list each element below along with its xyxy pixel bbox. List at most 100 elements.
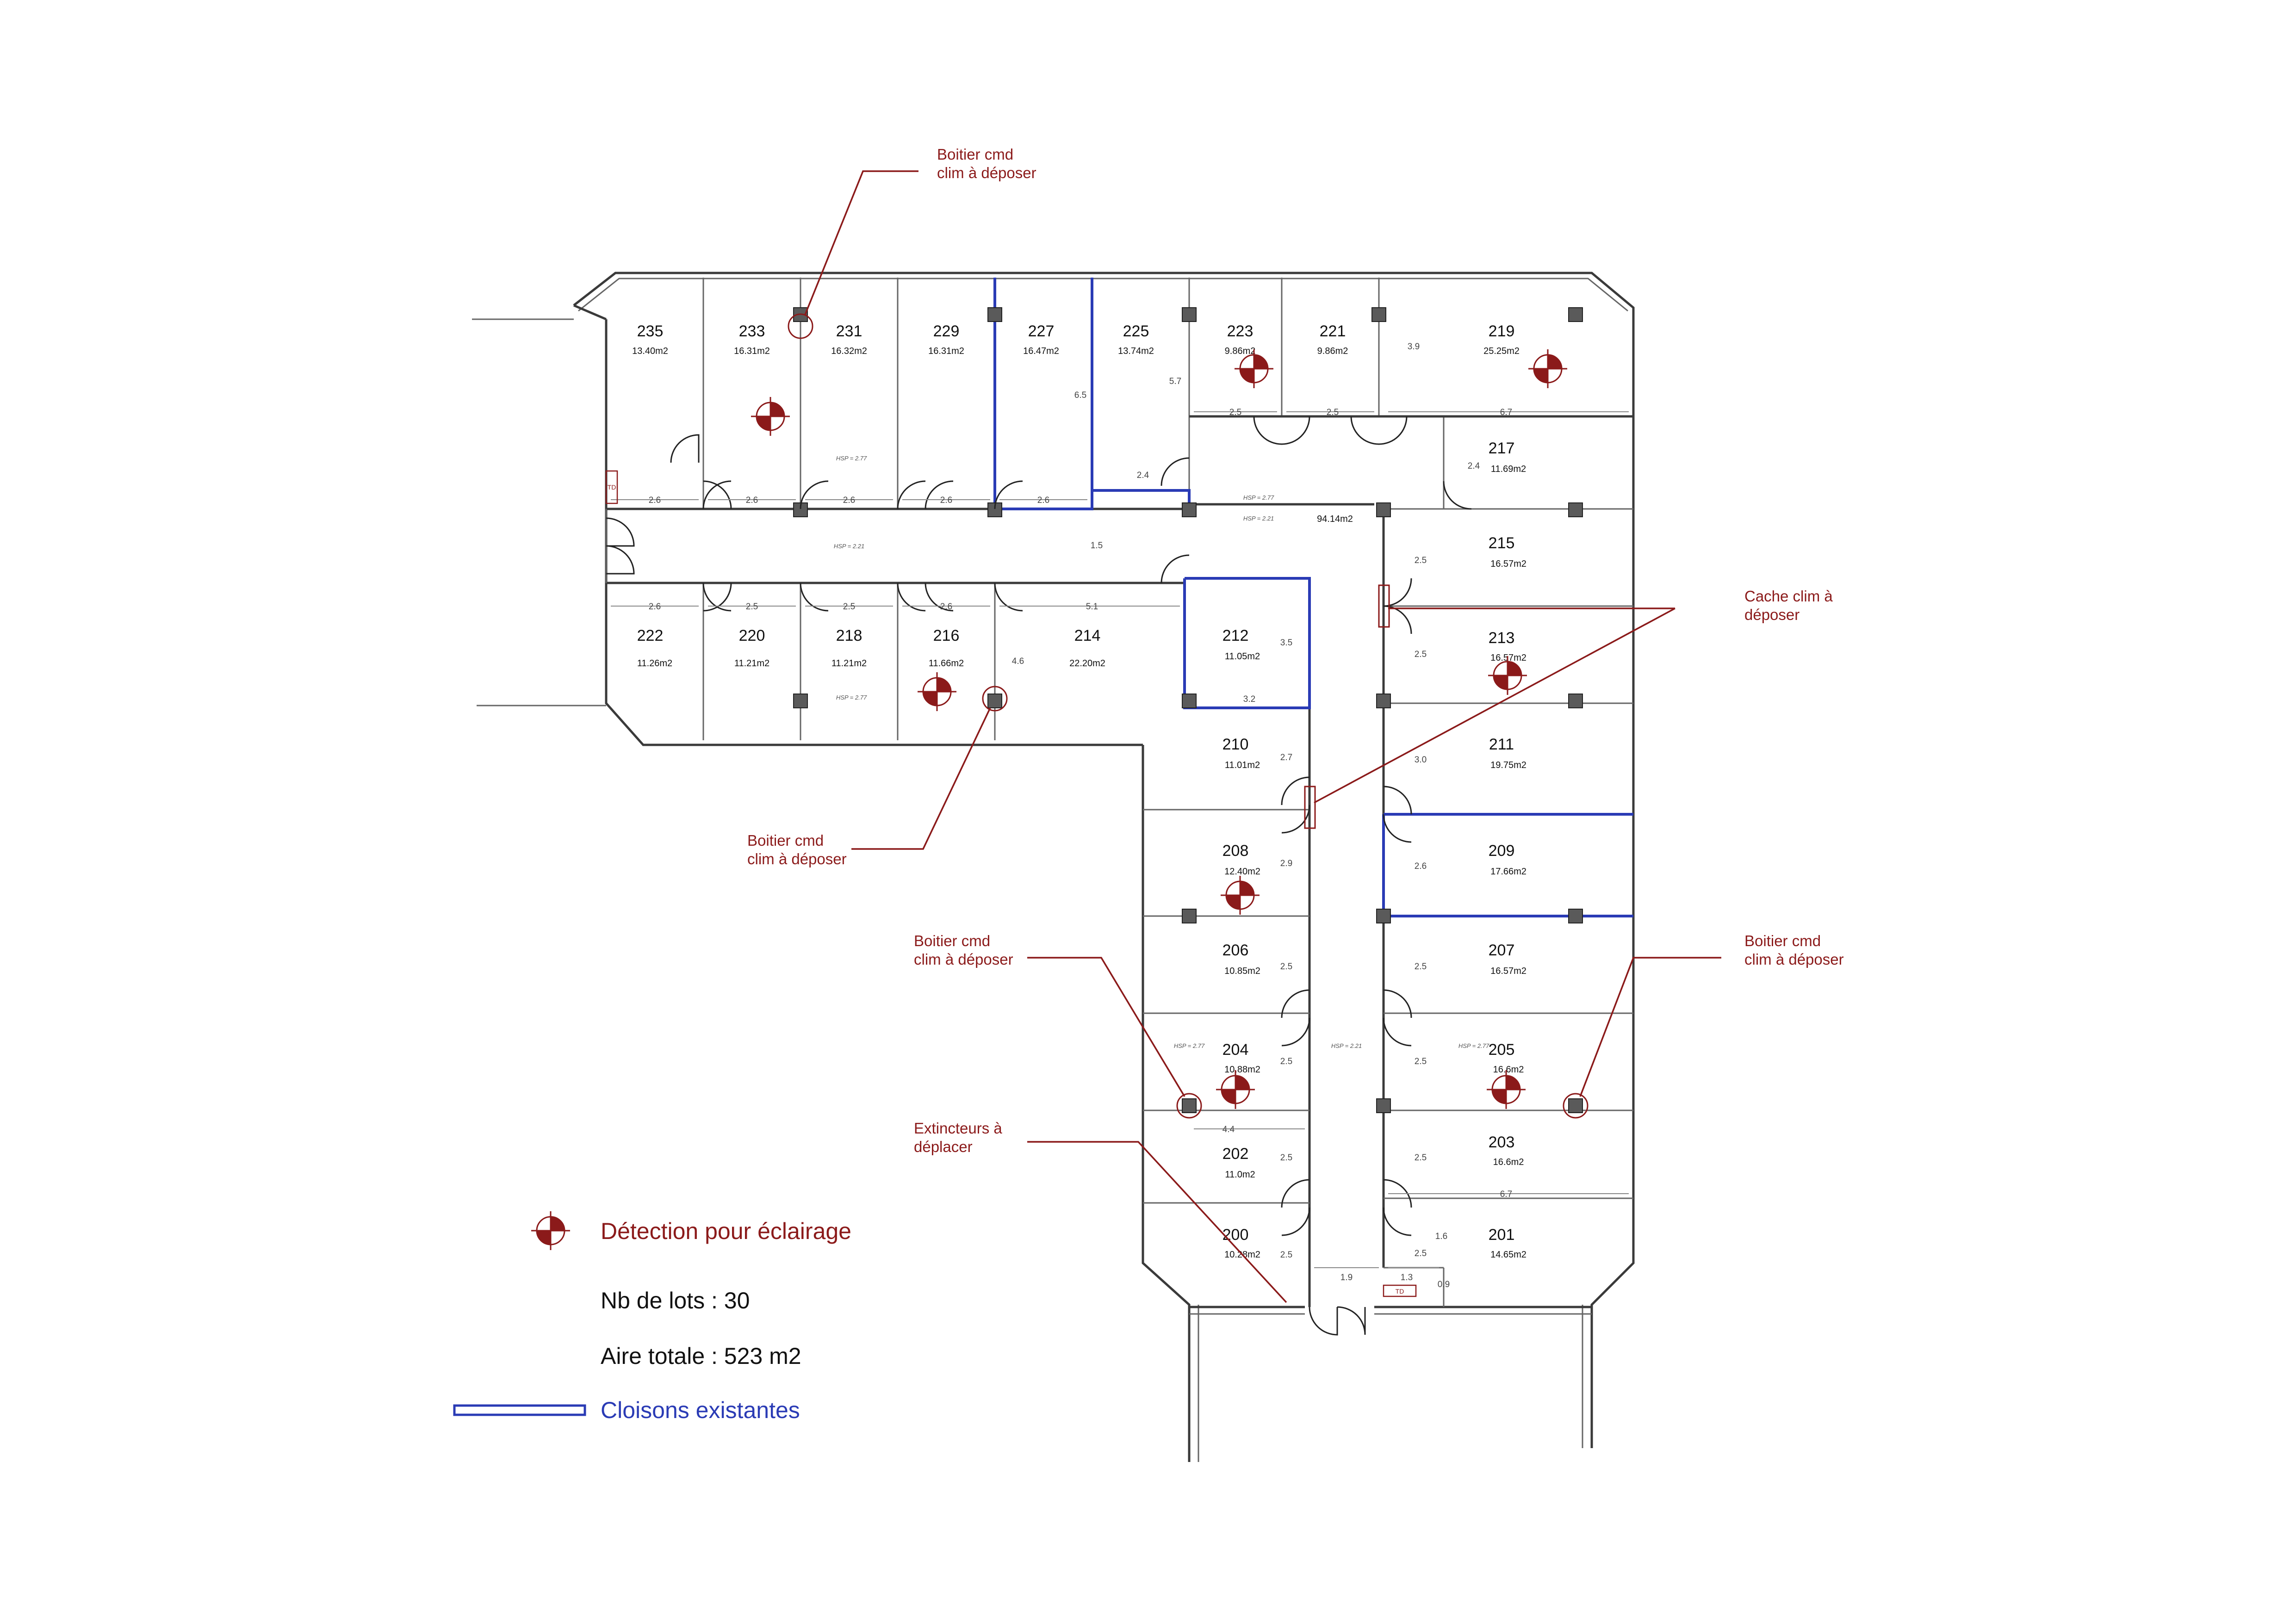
- room-number: 209: [1489, 842, 1515, 860]
- dimension-label: 1.3: [1401, 1273, 1413, 1282]
- td-panel-entrance: [1383, 1284, 1417, 1297]
- dimension-label: 2.6: [843, 496, 855, 505]
- lighting-detector-icon: [1216, 1070, 1255, 1109]
- room-number: 223: [1227, 322, 1253, 340]
- dimension-label: 2.6: [940, 496, 952, 505]
- annotation-boitier-top-line1: Boitier cmd: [937, 146, 1013, 163]
- room-number: 206: [1222, 942, 1249, 959]
- lighting-detector-icon: [1487, 1070, 1526, 1109]
- dimension-label: 2.5: [1415, 962, 1427, 972]
- dimension-label: 4.6: [1012, 657, 1024, 666]
- room-number: 202: [1222, 1145, 1249, 1163]
- room-number: 211: [1489, 736, 1514, 753]
- room-area: 16.6m2: [1493, 1065, 1524, 1075]
- dimension-label: 2.5: [746, 602, 758, 612]
- room-area: 11.0m2: [1225, 1170, 1255, 1180]
- annotation-extincteurs-line1: Extincteurs à: [914, 1120, 1002, 1137]
- dimension-label: 1.6: [1435, 1232, 1447, 1241]
- room-number: 210: [1222, 736, 1249, 753]
- dimension-label: 3.2: [1243, 694, 1255, 704]
- dimension-label: 2.7: [1280, 753, 1292, 762]
- room-area: 17.66m2: [1490, 867, 1527, 877]
- room-number: 213: [1489, 629, 1515, 647]
- dimension-label: 3.0: [1415, 755, 1427, 765]
- dimension-label: 1.5: [1091, 541, 1103, 551]
- room-area: 11.66m2: [929, 658, 964, 669]
- lighting-detector-icon: [1528, 349, 1567, 388]
- room-number: 201: [1489, 1226, 1515, 1244]
- room-number: 227: [1028, 322, 1055, 340]
- ac-cover: [1304, 786, 1316, 829]
- dimension-label: 2.5: [1415, 650, 1427, 659]
- electrical-panels: TD TD: [605, 470, 1417, 1297]
- dimension-label: 0.9: [1438, 1280, 1450, 1289]
- control-box-markers: [788, 313, 1589, 1119]
- control-box-marker: [788, 313, 813, 339]
- dimension-label: 2.5: [1327, 408, 1339, 417]
- lighting-detector-icon: [751, 397, 790, 436]
- td-label: TD: [608, 483, 616, 491]
- annotation-boitier-mid-line1: Boitier cmd: [914, 932, 990, 949]
- hsp-label: HSP = 2.21: [834, 543, 864, 550]
- room-number: 212: [1222, 627, 1249, 644]
- control-box-marker: [1563, 1093, 1589, 1119]
- hsp-label: HSP = 2.77: [1243, 494, 1274, 501]
- hsp-label: HSP = 2.77: [836, 455, 867, 462]
- annotation-boitier-top-line2: clim à déposer: [937, 164, 1036, 181]
- dimension-label: 2.6: [1415, 861, 1427, 871]
- room-area: 22.20m2: [1069, 658, 1105, 669]
- annotation-boitier-right-line2: clim à déposer: [1744, 951, 1844, 968]
- annotations: Boitier cmd clim à déposer Boitier cmd c…: [747, 146, 1844, 1155]
- room-number: 220: [739, 627, 765, 644]
- detection-symbols: [751, 349, 1567, 1109]
- room-number: 231: [836, 322, 863, 340]
- annotation-cache-clim-line2: déposer: [1744, 606, 1800, 623]
- legend-partition-swatch: [453, 1404, 586, 1416]
- control-box-marker: [982, 686, 1008, 712]
- dimension-label: 2.5: [1415, 556, 1427, 565]
- room-area: 16.32m2: [831, 346, 867, 356]
- hall-area: 94.14m2: [1317, 514, 1353, 524]
- room-area: 11.01m2: [1225, 760, 1260, 770]
- lighting-detector-icon: [1235, 349, 1273, 388]
- room-area: 10.85m2: [1224, 966, 1260, 976]
- room-area: 13.40m2: [632, 346, 668, 356]
- dimension-label: 2.6: [940, 602, 952, 612]
- dimension-label: 2.6: [1037, 496, 1049, 505]
- room-number: 216: [933, 627, 960, 644]
- dimension-label: 6.7: [1500, 408, 1512, 417]
- doors: [606, 416, 1472, 1336]
- room-number: 229: [933, 322, 960, 340]
- room-area: 11.21m2: [832, 658, 867, 669]
- dimension-label: 2.5: [843, 602, 855, 612]
- room-number: 215: [1489, 534, 1515, 552]
- dimension-label: 2.4: [1137, 471, 1149, 480]
- dimension-label: 6.7: [1500, 1189, 1512, 1199]
- dimension-label: 2.5: [1280, 1057, 1292, 1066]
- room-area: 11.26m2: [637, 658, 672, 669]
- td-panel-left: [605, 470, 618, 504]
- annotation-extincteurs-line2: déplacer: [914, 1138, 973, 1155]
- ac-cover: [1378, 584, 1390, 628]
- room-number: 235: [637, 322, 664, 340]
- legend: Détection pour éclairage Nb de lots : 30…: [453, 1211, 851, 1423]
- dimension-label: 2.5: [1280, 962, 1292, 972]
- legend-detection: Détection pour éclairage: [601, 1218, 851, 1244]
- annotation-boitier-right-line1: Boitier cmd: [1744, 932, 1821, 949]
- room-area: 11.05m2: [1225, 651, 1260, 662]
- legend-cloisons: Cloisons existantes: [601, 1397, 800, 1423]
- room-number: 204: [1222, 1041, 1249, 1059]
- dimension-label: 2.6: [649, 496, 661, 505]
- annotation-boitier-left-line1: Boitier cmd: [747, 832, 824, 849]
- room-number: 225: [1123, 322, 1149, 340]
- leader-lines: [804, 170, 1721, 1303]
- room-area: 9.86m2: [1225, 346, 1256, 356]
- lighting-detector-icon: [1221, 876, 1260, 915]
- room-area: 16.57m2: [1490, 559, 1527, 569]
- room-number: 218: [836, 627, 863, 644]
- legend-nb-lots: Nb de lots : 30: [601, 1288, 750, 1313]
- ac-covers: [1304, 584, 1390, 829]
- annotation-boitier-mid-line2: clim à déposer: [914, 951, 1013, 968]
- dimension-ticks: [611, 411, 1629, 1268]
